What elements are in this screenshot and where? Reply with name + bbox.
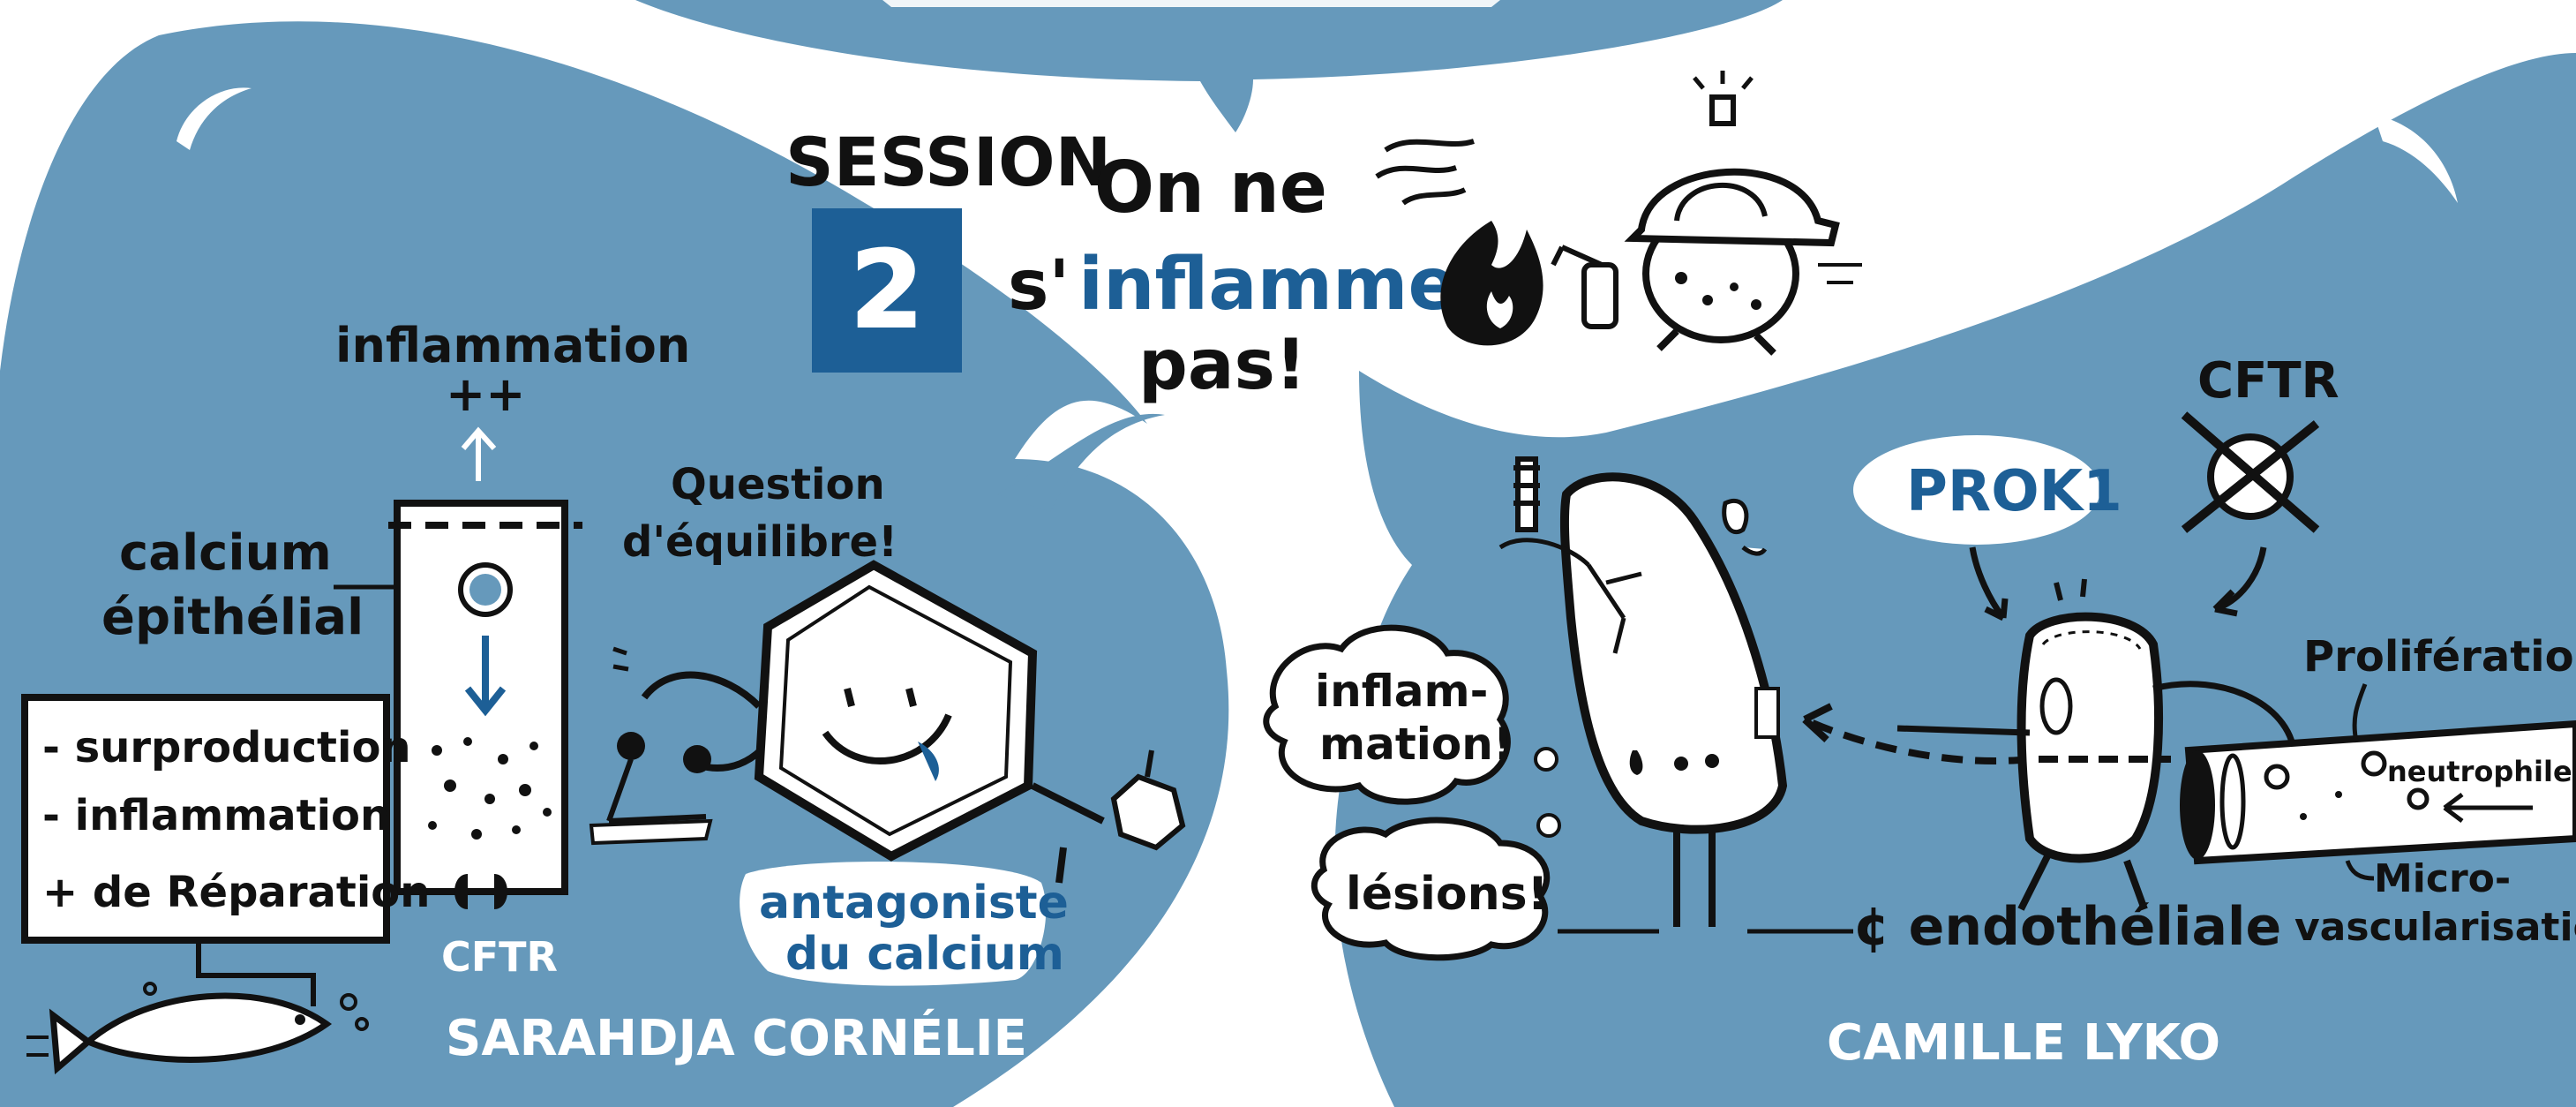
- right-author-name: CAMILLE LYKO: [1827, 1014, 2220, 1072]
- inflammation-cloud: [1263, 624, 1511, 805]
- fish-icon: [26, 982, 369, 1075]
- lung-character-icon: [1498, 456, 1788, 927]
- left-bubble-tail: [997, 413, 1165, 512]
- micro-line1: Micro-: [2374, 856, 2511, 901]
- left-author-name: SARAHDJA CORNÉLIE: [446, 1009, 1027, 1067]
- blood-vessel-icon: [2180, 719, 2576, 865]
- proliferation-label: Prolifération: [2303, 632, 2576, 682]
- cloud-puff-1: [1534, 747, 1558, 772]
- antagonist-label-bubble: [740, 862, 1047, 986]
- hexagon-molecule-character-icon: [589, 560, 1186, 884]
- sign-line-2: - inflammation: [42, 791, 390, 840]
- micro-line2: vascularisation: [2294, 905, 2576, 950]
- right-bubble-highlight: [2374, 115, 2458, 203]
- epithelial-cell-icon: [388, 500, 582, 909]
- inflammation-cloud-line1: inflam-: [1315, 666, 1488, 717]
- neutrophile-label: neutrophile: [2387, 755, 2572, 788]
- lesions-cloud-label: lésions!: [1346, 868, 1548, 921]
- calcium-label-line1: calcium: [119, 524, 332, 582]
- left-bubble-highlight: [176, 87, 252, 150]
- top-speech-bubble: [635, 0, 1783, 132]
- dashed-arrow: [1803, 716, 2031, 764]
- session-number-box: [812, 208, 962, 373]
- prok1-arrow: [1969, 546, 2009, 621]
- cloud-puff-2: [1536, 813, 1561, 838]
- dashed-arrow-head: [1802, 703, 1833, 742]
- antagonist-line1: antagoniste: [759, 877, 1069, 930]
- effects-sign-box: [21, 694, 390, 944]
- proliferation-pointer: [2352, 683, 2368, 742]
- left-cftr-label: CFTR: [441, 933, 558, 981]
- antagonist-line2: du calcium: [785, 928, 1064, 981]
- title-line1: On ne: [1094, 147, 1327, 229]
- title-line2-prefix: s': [1008, 246, 1070, 326]
- left-inflammation-label: inflammation: [335, 318, 690, 373]
- endothelial-label: ¢ endothéliale: [1853, 896, 2281, 958]
- right-cftr-label: CFTR: [2197, 352, 2339, 410]
- cftr-arrow: [2212, 546, 2267, 617]
- flame-icon: [1375, 139, 1543, 346]
- question-line1: Question: [671, 460, 885, 509]
- prok1-label: PROK1: [1906, 459, 2122, 524]
- up-arrow-icon: [461, 426, 497, 481]
- calcium-label-line2: épithélial: [101, 589, 364, 646]
- micro-pointer: [2345, 860, 2375, 881]
- lesions-cloud: [1311, 817, 1551, 961]
- question-line2: d'équilibre!: [622, 517, 897, 567]
- session-number: 2: [850, 230, 924, 352]
- inflammation-cloud-line2: mation!: [1319, 719, 1513, 770]
- title-line3: pas!: [1138, 326, 1306, 405]
- cftr-crossed-icon: [2181, 411, 2320, 533]
- sign-line-1: - surproduction: [42, 723, 411, 772]
- session-label: SESSION: [785, 123, 1111, 201]
- sign-post: [196, 940, 316, 1006]
- title-line2-highlight: inflamme: [1078, 243, 1457, 327]
- endothelial-cell-character-icon: [1896, 578, 2298, 911]
- sign-line-3: + de Réparation: [42, 868, 430, 917]
- prok1-bubble: [1853, 435, 2100, 545]
- left-inflammation-plus: ++: [446, 366, 526, 422]
- top-bubble-partial-text: [882, 0, 1500, 7]
- firefighter-character-icon: [1551, 71, 1862, 356]
